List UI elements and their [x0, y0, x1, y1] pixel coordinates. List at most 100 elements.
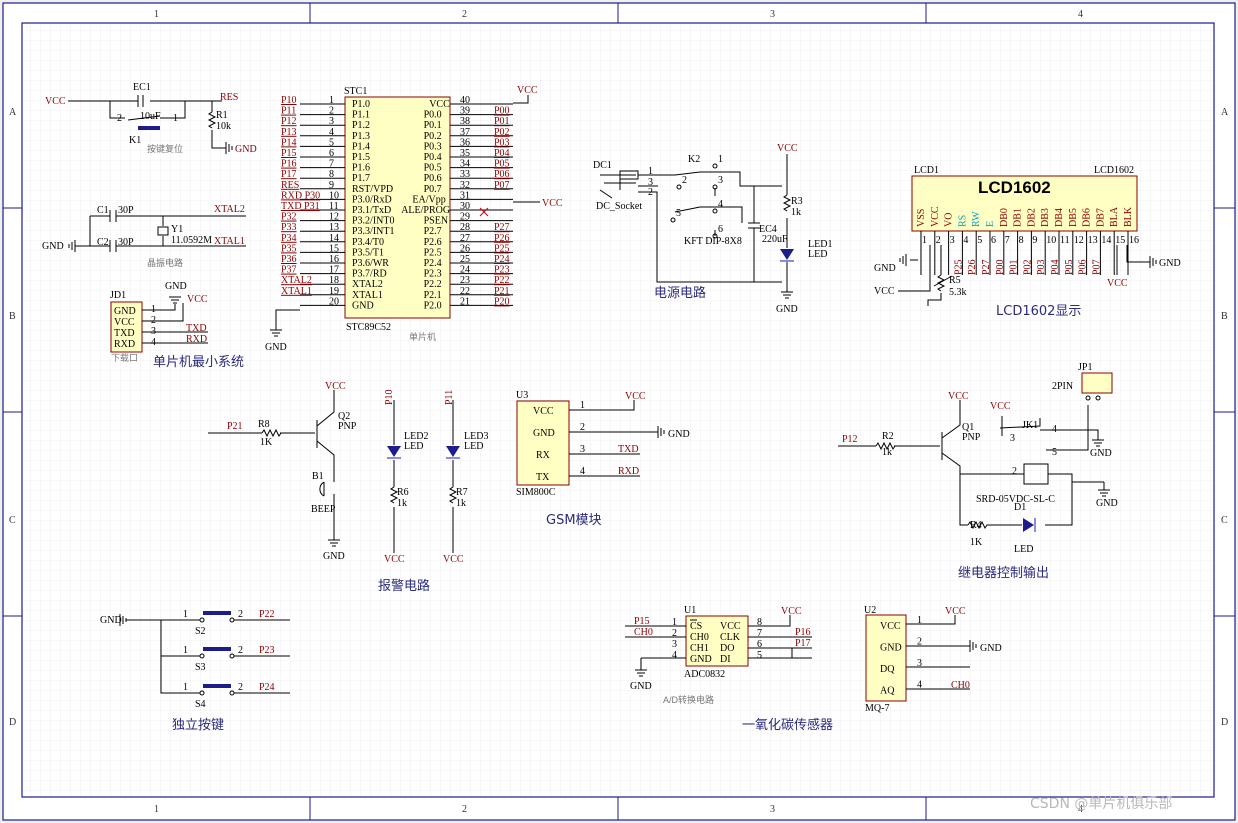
mcu-left-net: P11	[281, 106, 296, 117]
net-gnd-keys: GND	[100, 615, 122, 626]
net-rxd-jd1: RXD	[186, 334, 207, 345]
jk1-ref: JK1	[1022, 420, 1038, 431]
net-txd-gsm: TXD	[618, 444, 639, 455]
mcu-left-pin-num: 19	[329, 286, 339, 297]
mcu-right-pin-name: PSEN	[424, 216, 448, 227]
mcu-right-pin-num: 21	[460, 296, 470, 307]
mcu-left-pin-name: P1.1	[352, 110, 370, 121]
mcu-left-net: P14	[281, 137, 297, 148]
net-txd-jd1: TXD	[186, 323, 207, 334]
jd1-pin-name: VCC	[114, 317, 135, 328]
jd1-pin-name: RXD	[114, 339, 135, 350]
net-vcc-mq7: VCC	[945, 606, 966, 617]
lcd-pin-name: VCC	[930, 206, 941, 227]
net-rxd-gsm: RXD	[618, 466, 639, 477]
lcd-pin-num: 8	[1019, 235, 1024, 246]
k2-contact	[712, 184, 718, 190]
mcu-left-net: P12	[281, 116, 297, 127]
u1-left-pin-num: 2	[672, 628, 677, 639]
alarm-circuit: P21 R8 1K Q2 PNP VCC B1 BEEP GND P10 P11…	[208, 381, 488, 565]
zone-col-3: 3	[770, 9, 775, 20]
jd1-pin-name: TXD	[114, 328, 135, 339]
mcu-left-pin-name: P3.1/TxD	[352, 205, 391, 216]
k2-contact	[712, 163, 718, 169]
c2-ref: C2	[97, 237, 109, 248]
key-contact	[229, 653, 235, 659]
download-caption: 下载口	[111, 352, 138, 363]
net-gnd-lcd: GND	[874, 263, 896, 274]
mcu-right-net: P04	[494, 148, 510, 159]
net-p12-relay: P12	[842, 434, 858, 445]
mcu-right-pin-name: ALE/PROG	[401, 205, 450, 216]
mcu-right-pin-num: 31	[460, 190, 470, 201]
net-vcc-jk1: VCC	[990, 401, 1011, 412]
k2-pin-num: 4	[718, 199, 723, 210]
r2-value: 1k	[882, 447, 892, 458]
b1-value: BEEP	[311, 504, 336, 515]
lcd-pin-net: P07	[1091, 259, 1102, 275]
key-contact	[199, 653, 205, 659]
lcd-pin-num: 3	[950, 235, 955, 246]
mcu-right-net: P07	[494, 180, 510, 191]
mcu-right-net: P27	[494, 222, 510, 233]
u1-right-pin-num: 7	[757, 628, 762, 639]
lcd-pin-name: DB3	[1040, 208, 1051, 227]
mcu-left-pin-name: P1.0	[352, 99, 370, 110]
mcu-right-pin-name: P2.6	[424, 237, 442, 248]
lcd-pin-name: E	[985, 221, 996, 227]
mcu-left-pin-num: 4	[329, 127, 334, 138]
net-vcc-reset: VCC	[45, 96, 66, 107]
d1-value: LED	[1014, 544, 1033, 555]
mcu-left-net: P10	[281, 95, 297, 106]
lcd-pin-num: 15	[1115, 235, 1125, 246]
led3-ref: LED3	[464, 431, 488, 442]
lcd-pin-name: DB0	[999, 208, 1010, 227]
zone-col-1: 1	[154, 9, 159, 20]
net-gnd-reset: GND	[235, 144, 257, 155]
k2-pin-num: 2	[682, 175, 687, 186]
u1-left-pin-num: 3	[672, 639, 677, 650]
k2-pin-num: 3	[718, 175, 723, 186]
mcu-right-pin-name: P0.4	[424, 152, 442, 163]
lcd-pin-net: P00	[995, 259, 1006, 275]
mcu-left-net: P16	[281, 159, 297, 170]
zone-labels: 1 2 3 4 1 2 3 4 A B C D A B C D	[9, 9, 1229, 815]
net-vcc-lcd-bl: VCC	[1107, 278, 1128, 289]
lcd-pin-num: 14	[1101, 235, 1111, 246]
key-actuator	[203, 684, 231, 688]
u2-pin-name: DQ	[880, 664, 895, 675]
mcu-right-net: P23	[494, 265, 510, 276]
mcu-right-pin-name: P2.3	[424, 269, 442, 280]
net-vcc-led2: VCC	[384, 554, 405, 565]
key-actuator	[203, 647, 231, 651]
u1-right-pin-name: VCC	[720, 621, 741, 632]
lcd-pin-net: P02	[1022, 259, 1033, 275]
mcu-right-pin-name: P0.7	[424, 184, 442, 195]
ec1-ref: EC1	[133, 82, 151, 93]
k2-pin-num: 6	[718, 224, 723, 235]
u1-right-pin-num: 5	[757, 650, 762, 661]
lcd-pin-net: P04	[1050, 259, 1061, 275]
q2-value: PNP	[338, 421, 357, 432]
key-contact	[199, 617, 205, 623]
mcu-left-pin-num: 8	[329, 169, 334, 180]
mcu-left-pin-name: P3.2/INT0	[352, 216, 395, 227]
net-p21-alarm: P21	[227, 421, 243, 432]
mcu-left-pin-num: 14	[329, 233, 339, 244]
mcu-left-net: RES	[281, 180, 299, 191]
dc1-ref: DC1	[593, 160, 612, 171]
zone-row-a: A	[9, 107, 17, 118]
net-ch0-adc: CH0	[634, 627, 653, 638]
zone-col-2: 2	[462, 9, 467, 20]
u3-pin-num: 4	[580, 466, 585, 477]
q1-ref: Q1	[962, 422, 974, 433]
title-relay: 继电器控制输出	[958, 565, 1049, 581]
mcu-left-pin-num: 20	[329, 296, 339, 307]
title-lcd: LCD1602显示	[996, 304, 1081, 319]
svg-text:3: 3	[1010, 433, 1015, 444]
zone-col-3-bottom: 3	[770, 804, 775, 815]
mcu-left-net: XTAL1	[281, 286, 312, 297]
mcu-right-net: P06	[494, 169, 510, 180]
